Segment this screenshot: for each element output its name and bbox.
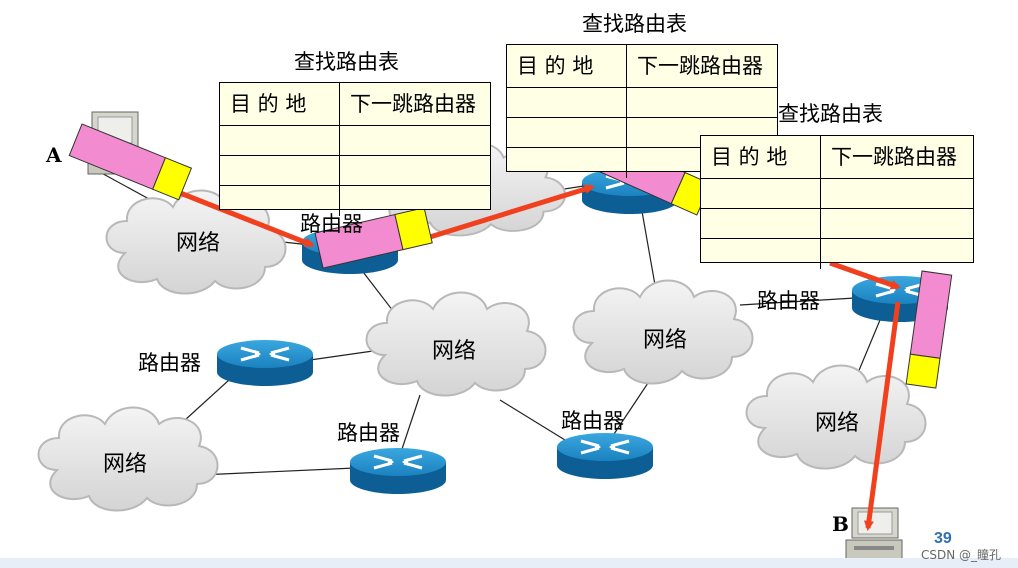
network-label: 网络 <box>643 328 688 353</box>
column-destination: 目 的 地 <box>701 136 821 178</box>
column-destination: 目 的 地 <box>220 83 340 125</box>
router-icon <box>215 338 315 388</box>
table-title: 查找路由表 <box>582 12 687 36</box>
routing-table-1: 目 的 地下一跳路由器 <box>219 82 491 216</box>
table-title: 查找路由表 <box>294 50 399 74</box>
watermark: CSDN @_瞳孔 <box>921 548 1002 562</box>
column-next-hop: 下一跳路由器 <box>637 54 763 78</box>
column-next-hop: 下一跳路由器 <box>831 145 957 169</box>
packet-icon <box>905 270 953 389</box>
network-label: 网络 <box>432 339 477 364</box>
router-label: 路由器 <box>138 351 201 375</box>
network-label: 网络 <box>176 231 221 256</box>
packet-icon <box>68 123 193 201</box>
network-label: 网络 <box>103 452 148 477</box>
column-next-hop: 下一跳路由器 <box>350 92 476 116</box>
table-title: 查找路由表 <box>778 102 883 126</box>
footer-bar <box>0 558 1018 568</box>
router-icon <box>555 431 655 481</box>
host-a-label: A <box>46 143 62 167</box>
network-label: 网络 <box>815 411 860 436</box>
page-number: 39 <box>934 530 952 547</box>
router-label: 路由器 <box>337 421 400 445</box>
route-arrows <box>159 182 901 531</box>
column-destination: 目 的 地 <box>507 45 627 87</box>
router-label: 路由器 <box>561 409 624 433</box>
router-icon <box>348 446 448 496</box>
computer-icon <box>845 507 903 563</box>
host-b-label: B <box>832 512 849 536</box>
router-label: 路由器 <box>300 212 363 236</box>
routing-table-3: 目 的 地下一跳路由器 <box>700 135 974 269</box>
packet-icon <box>314 207 433 269</box>
router-label: 路由器 <box>757 289 820 313</box>
